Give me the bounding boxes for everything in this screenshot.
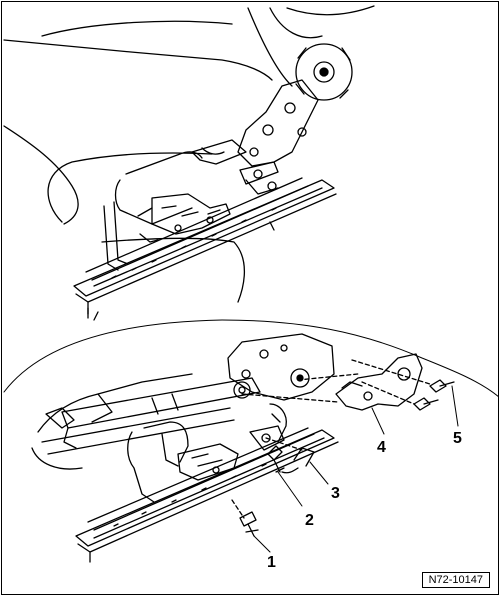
view-separator xyxy=(3,237,498,398)
leader-line-4 xyxy=(371,407,385,435)
callout-3: 3 xyxy=(331,485,340,502)
bolt-part-5a xyxy=(429,379,447,393)
leader-line-5 xyxy=(451,385,459,427)
screw-part-1 xyxy=(239,511,257,527)
callout-4: 4 xyxy=(377,439,386,456)
callout-2: 2 xyxy=(305,512,314,529)
bolt-part-5b xyxy=(413,397,431,411)
upper-seat-assembly xyxy=(3,5,375,321)
callout-1: 1 xyxy=(267,554,276,571)
figure-reference: N72-10147 xyxy=(421,572,490,588)
leader-line-2 xyxy=(277,471,303,507)
bracket-part-4 xyxy=(335,353,423,411)
callout-5: 5 xyxy=(453,430,462,447)
lower-seat-assembly xyxy=(31,333,459,563)
leader-line-1 xyxy=(253,535,271,553)
leader-line-3 xyxy=(309,461,329,485)
